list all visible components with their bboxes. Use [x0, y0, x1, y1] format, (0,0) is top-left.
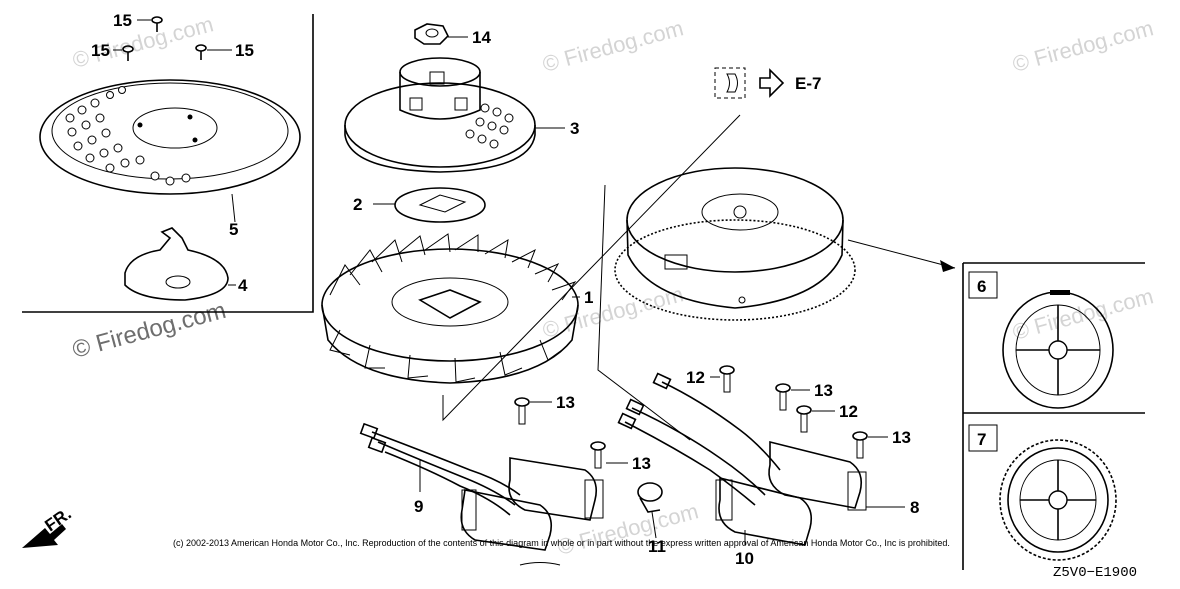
part-plate [394, 187, 486, 223]
variant-border [962, 262, 1145, 570]
callout-7: 7 [977, 430, 986, 449]
part-cooling-fan [321, 233, 579, 384]
callout-10: 10 [735, 549, 754, 568]
callout-13: 13 [556, 393, 575, 412]
callout-13: 13 [814, 381, 833, 400]
leader-line [597, 184, 691, 441]
callout-11: 11 [648, 537, 666, 556]
leader-line [442, 114, 741, 422]
watermarks: © Firedog.com © Firedog.com © Firedog.co… [70, 11, 1156, 560]
part-exciter-coil [617, 372, 867, 546]
leader-line [231, 193, 236, 223]
direction-indicator: FR. [22, 504, 75, 548]
part-flywheel-variant-b [999, 439, 1117, 561]
reference-marker [714, 67, 785, 99]
part-clamp [637, 482, 663, 513]
part-starter-pulley [344, 57, 536, 173]
diagram-code: Z5V0−E1900 [1053, 565, 1138, 581]
callout-9: 9 [414, 497, 423, 516]
watermark: © Firedog.com [540, 15, 686, 77]
copyright-notice: (c) 2002-2013 American Honda Motor Co., … [173, 538, 950, 548]
inset-border [22, 14, 314, 313]
callout-8: 8 [910, 498, 919, 517]
callout-5: 5 [229, 220, 238, 239]
part-charge-coil [359, 422, 604, 551]
watermark: © Firedog.com [1010, 15, 1156, 77]
callout-4: 4 [238, 276, 248, 295]
arrow-right-icon [759, 68, 785, 98]
direction-arrow-icon [22, 524, 66, 548]
callout-3: 3 [570, 119, 579, 138]
callout-12: 12 [839, 402, 858, 421]
callout-14: 14 [472, 28, 491, 47]
part-flywheel-variant-a [1002, 290, 1114, 409]
part-screws [122, 16, 207, 61]
part-bolts [514, 365, 868, 469]
callout-15: 15 [91, 41, 110, 60]
callout-1: 1 [584, 288, 593, 307]
callout-15: 15 [113, 11, 132, 30]
watermark: © Firedog.com [70, 297, 229, 364]
callout-13: 13 [892, 428, 911, 447]
callout-15: 15 [235, 41, 254, 60]
part-flywheel [614, 167, 856, 321]
part-bracket [124, 227, 229, 301]
callout-6: 6 [977, 277, 986, 296]
callout-12: 12 [686, 368, 705, 387]
callout-13: 13 [632, 454, 651, 473]
watermark: © Firedog.com [555, 498, 701, 560]
callout-2: 2 [353, 195, 362, 214]
part-nut [414, 23, 449, 45]
part-fragment [519, 562, 561, 566]
part-cover-plate [39, 79, 301, 195]
reference-label: E-7 [795, 74, 821, 93]
